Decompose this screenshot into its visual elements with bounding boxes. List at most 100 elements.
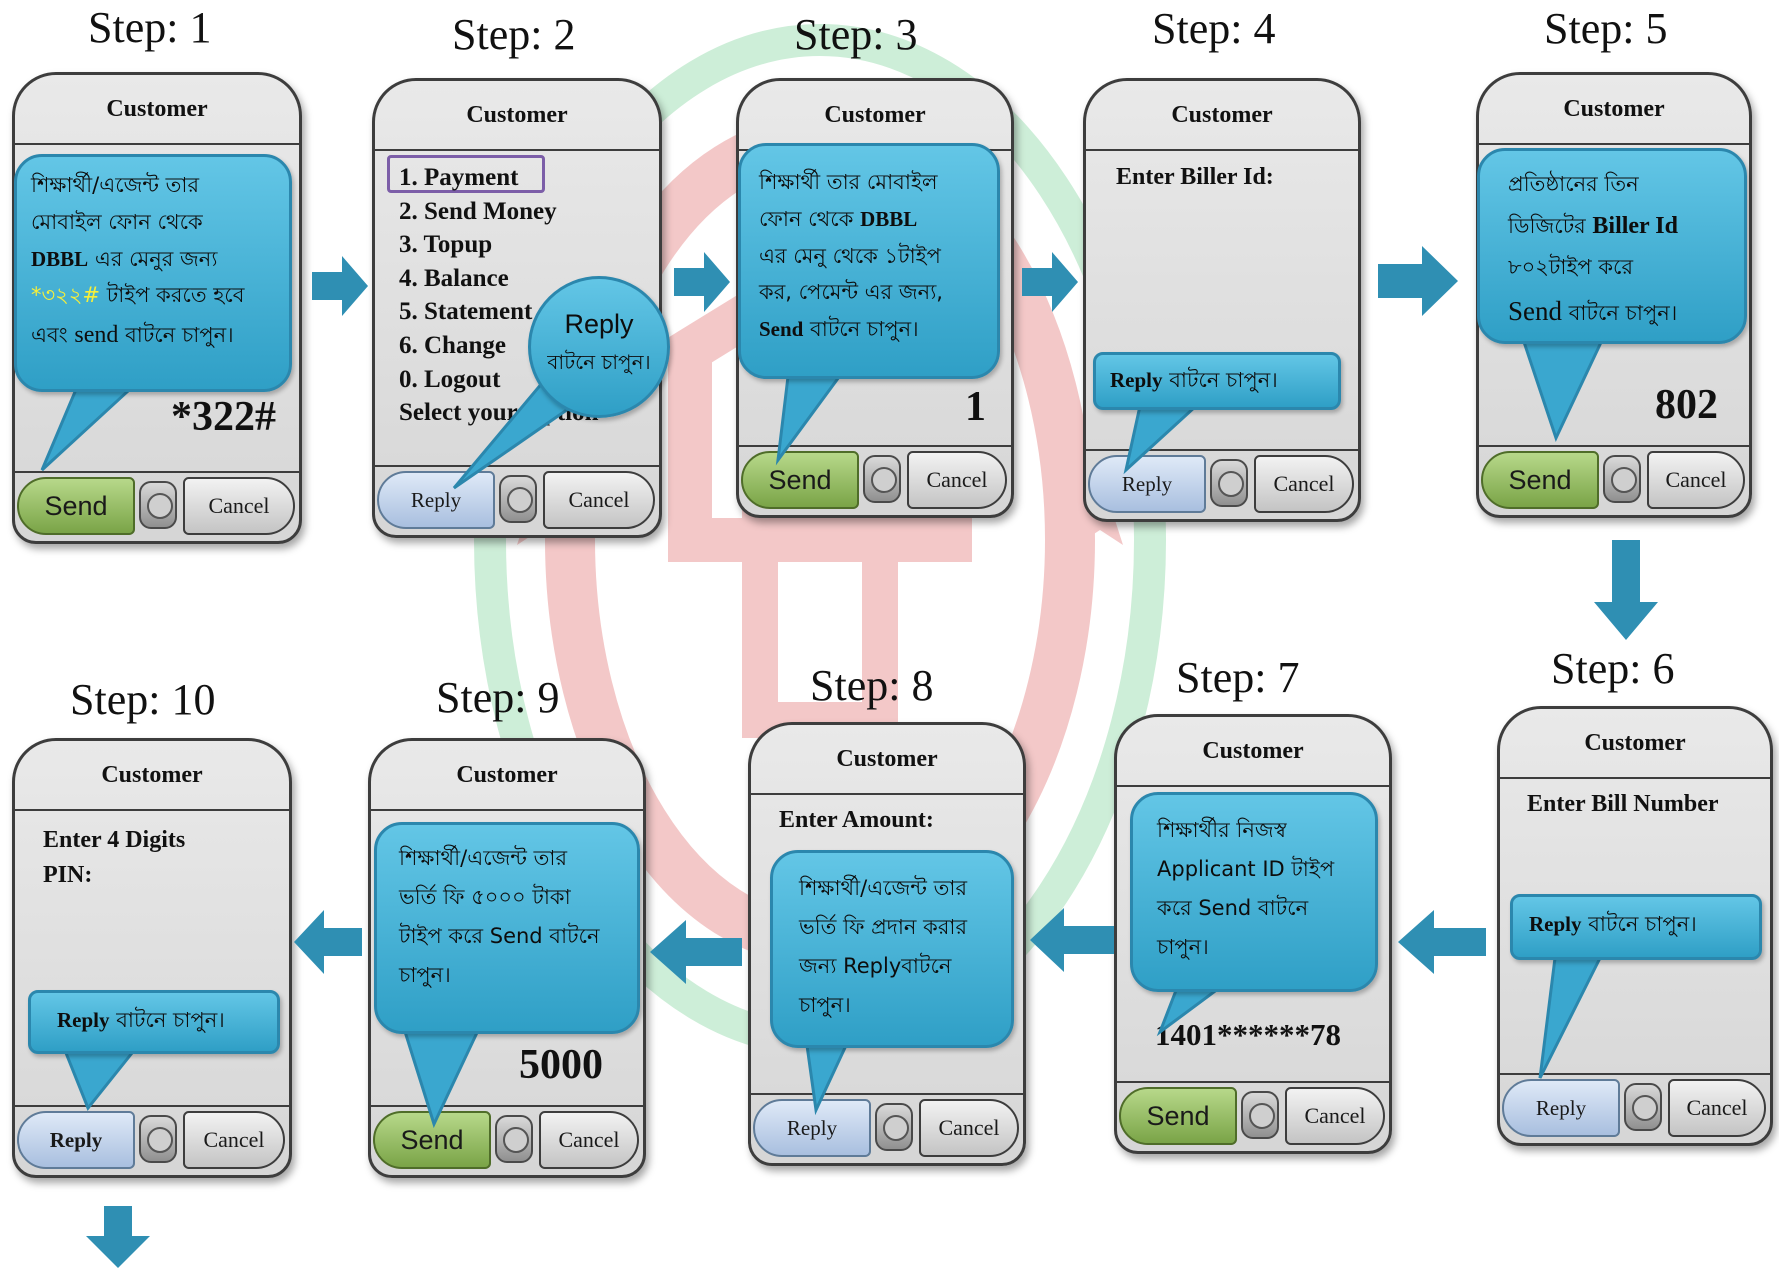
reply-button[interactable]: Reply	[1088, 455, 1206, 513]
phone-keys: Reply Cancel	[15, 1105, 289, 1175]
navigation-key-icon[interactable]	[1241, 1091, 1279, 1139]
cancel-button[interactable]: Cancel	[907, 451, 1007, 509]
send-word: Send	[1508, 296, 1562, 327]
bubble-text: বাটনে চাপুন।	[1588, 912, 1697, 936]
step-1-title: Step: 1	[88, 3, 212, 52]
send-button[interactable]: Send	[1119, 1087, 1237, 1145]
phone-title: Customer	[15, 75, 299, 145]
phone-step-4: Customer Enter Biller Id: Reply Cancel	[1083, 78, 1361, 522]
menu-item-statement[interactable]: 5. Statement	[399, 298, 533, 326]
bank-name: DBBL	[860, 206, 918, 231]
bubble-line: করে Send বাটনে	[1157, 895, 1309, 920]
send-button[interactable]: Send	[741, 451, 859, 509]
bubble-line: শিক্ষার্থী তার মোবাইল	[759, 170, 938, 194]
phone-title: Customer	[371, 741, 643, 811]
menu-item-send-money[interactable]: 2. Send Money	[399, 197, 557, 225]
phone-title: Customer	[1479, 75, 1749, 145]
menu-item-payment[interactable]: 1. Payment	[399, 164, 519, 191]
biller-id-value: 802	[1655, 382, 1718, 428]
bubble-line: বাটনে চাপুন।	[125, 323, 234, 347]
arrow-right-icon	[674, 252, 730, 312]
navigation-key-icon[interactable]	[1624, 1083, 1662, 1131]
bubble-text: বাটনে চাপুন।	[1169, 368, 1278, 392]
cancel-button[interactable]: Cancel	[183, 477, 295, 535]
phone-title: Customer	[1500, 709, 1770, 779]
step-6-title: Step: 6	[1551, 644, 1675, 693]
bubble-line: এর মেনুর জন্য	[94, 246, 218, 271]
step-5-title: Step: 5	[1544, 4, 1668, 53]
bubble-line: শিক্ষার্থী/এজেন্ট তার	[31, 173, 200, 197]
menu-item-balance[interactable]: 4. Balance	[399, 264, 509, 292]
bubble-line: ভর্তি ফি ৫০০০ টাকা	[399, 884, 571, 909]
phone-keys: Send Cancel	[371, 1105, 643, 1175]
bubble-line: টাইপ করতে হবে	[106, 283, 245, 308]
navigation-key-icon[interactable]	[139, 481, 177, 529]
navigation-key-icon[interactable]	[1210, 459, 1248, 507]
biller-id-label: Biller Id	[1592, 212, 1678, 239]
arrow-left-icon	[1030, 908, 1114, 972]
reply-word: Reply	[564, 309, 634, 339]
phone-title: Customer	[751, 725, 1023, 795]
bubble-line: বাটনে চাপুন।	[1568, 301, 1678, 326]
bubble-line: এবং	[31, 323, 68, 347]
cancel-button[interactable]: Cancel	[543, 471, 655, 529]
send-button[interactable]: Send	[17, 477, 135, 535]
reply-button[interactable]: Reply	[17, 1111, 135, 1169]
cancel-button[interactable]: Cancel	[1647, 451, 1745, 509]
cancel-button[interactable]: Cancel	[1285, 1087, 1385, 1145]
phone-keys: Send Cancel	[1117, 1081, 1389, 1151]
entered-code: *322#	[171, 394, 276, 440]
cancel-button[interactable]: Cancel	[539, 1111, 639, 1169]
reply-hint-bubble-step-4: Reply বাটনে চাপুন।	[1093, 352, 1341, 410]
cancel-button[interactable]: Cancel	[183, 1111, 285, 1169]
arrow-right-icon	[1022, 252, 1078, 312]
phone-title: Customer	[15, 741, 289, 811]
step-10-title: Step: 10	[70, 675, 216, 724]
bubble-line: চাপুন।	[1157, 934, 1209, 959]
pin-prompt: Enter 4 Digits PIN:	[43, 827, 186, 888]
instruction-bubble-step-9: শিক্ষার্থী/এজেন্ট তার ভর্তি ফি ৫০০০ টাকা…	[374, 822, 640, 1034]
step-9-title: Step: 9	[436, 673, 560, 722]
navigation-key-icon[interactable]	[1603, 455, 1641, 503]
cancel-button[interactable]: Cancel	[919, 1099, 1019, 1157]
arrow-left-icon	[294, 910, 362, 974]
phone-step-10: Customer Enter 4 Digits PIN: Reply Cance…	[12, 738, 292, 1178]
bubble-line: শিক্ষার্থীর নিজস্ব	[1157, 818, 1287, 842]
instruction-bubble-step-8: শিক্ষার্থী/এজেন্ট তার ভর্তি ফি প্রদান কর…	[770, 850, 1014, 1048]
instruction-bubble-step-3: শিক্ষার্থী তার মোবাইল ফোন থেকে DBBL এর ম…	[738, 143, 1000, 379]
navigation-key-icon[interactable]	[495, 1115, 533, 1163]
phone-title: Customer	[739, 81, 1011, 151]
arrow-right-icon	[312, 256, 368, 316]
phone-title: Customer	[1086, 81, 1358, 151]
send-button[interactable]: Send	[1481, 451, 1599, 509]
menu-item-change[interactable]: 6. Change	[399, 331, 506, 359]
bubble-text: বাটনে চাপুন।	[116, 1008, 225, 1032]
navigation-key-icon[interactable]	[863, 455, 901, 503]
cancel-button[interactable]: Cancel	[1668, 1079, 1766, 1137]
phone-title: Customer	[1117, 717, 1389, 787]
arrow-left-icon	[650, 920, 742, 984]
reply-word: Reply	[1529, 912, 1582, 936]
bubble-line: চাপুন।	[399, 962, 451, 987]
arrow-left-icon	[1398, 910, 1486, 974]
reply-hint-bubble-step-6: Reply বাটনে চাপুন।	[1510, 894, 1762, 960]
bubble-line: মোবাইল ফোন থেকে	[31, 209, 203, 234]
applicant-id-value: 1401******78	[1155, 1017, 1341, 1052]
navigation-key-icon[interactable]	[139, 1115, 177, 1163]
step-4-title: Step: 4	[1152, 4, 1276, 53]
send-button[interactable]: Send	[373, 1111, 491, 1169]
navigation-key-icon[interactable]	[875, 1103, 913, 1151]
cancel-button[interactable]: Cancel	[1254, 455, 1354, 513]
phone-keys: Reply Cancel	[375, 465, 659, 535]
reply-button[interactable]: Reply	[753, 1099, 871, 1157]
biller-id-prompt: Enter Biller Id:	[1116, 164, 1274, 190]
arrow-down-icon	[1594, 540, 1658, 640]
phone-title: Customer	[375, 81, 659, 151]
reply-button[interactable]: Reply	[1502, 1079, 1620, 1137]
menu-item-topup[interactable]: 3. Topup	[399, 231, 493, 259]
send-word: Send	[759, 317, 804, 341]
bubble-line: কর, পেমেন্ট এর জন্য,	[759, 280, 943, 305]
amount-value: 5000	[519, 1042, 603, 1088]
navigation-key-icon[interactable]	[499, 475, 537, 523]
reply-button[interactable]: Reply	[377, 471, 495, 529]
